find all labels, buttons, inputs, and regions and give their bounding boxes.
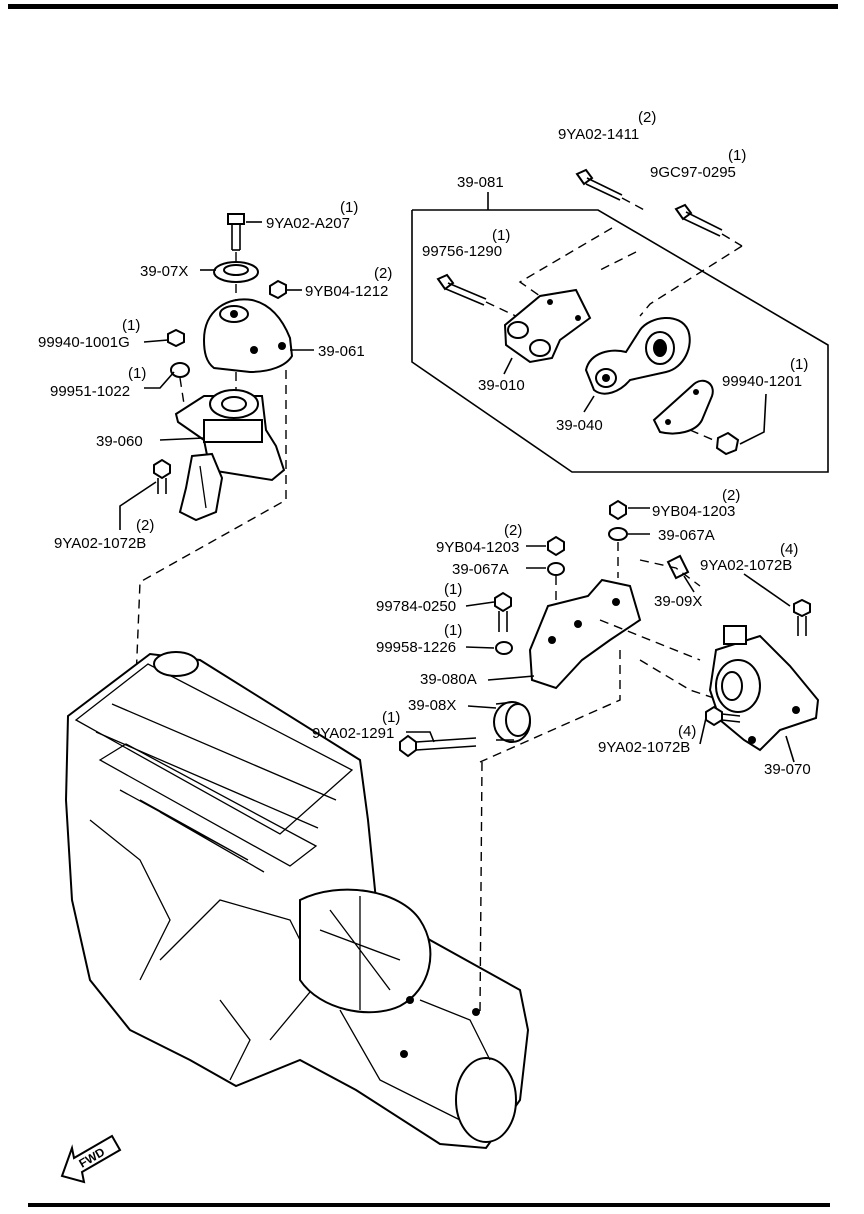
- washer-39-067a-left-icon: [547, 562, 565, 576]
- code-c26: 9YA02-1291: [312, 725, 394, 742]
- qty-c20: (4): [780, 541, 798, 558]
- callout-labels: (2) 9YA02-1411 (1) 9GC97-0295 39-081 (1)…: [38, 109, 811, 778]
- code-c14: 39-040: [556, 417, 603, 434]
- code-c27: 9YA02-1072B: [598, 739, 690, 756]
- bolt-9ya02-1411-icon: [575, 168, 649, 213]
- qty-c16: (2): [722, 487, 740, 504]
- qty-c26: (1): [382, 709, 400, 726]
- washer-99958-1226-icon: [495, 641, 513, 655]
- code-c19: 39-067A: [452, 561, 509, 578]
- bracket-plate-99940-1201-icon: [652, 379, 714, 435]
- bolt-9ya02-1291-icon: [399, 734, 477, 758]
- qty-c1: (2): [638, 109, 656, 126]
- engine-block-icon: [64, 651, 530, 1150]
- code-c15: 99940-1201: [722, 373, 802, 390]
- code-c20: 9YA02-1072B: [700, 557, 792, 574]
- bolt-9ya02-1072b-left-icon: [153, 458, 171, 494]
- code-c11: 39-060: [96, 433, 143, 450]
- nut-9yb04-1203-upper-icon: [609, 499, 627, 521]
- code-c4: 99756-1290: [422, 243, 502, 260]
- qty-c7: (2): [374, 265, 392, 282]
- qty-c23: (1): [444, 622, 462, 639]
- qty-c15: (1): [790, 356, 808, 373]
- washer-99951-1022-icon: [170, 362, 190, 378]
- bottom-rule: [28, 1203, 830, 1207]
- code-c21: 39-09X: [654, 593, 702, 610]
- bolt-9ya02-1072b-right-icon: [793, 598, 811, 636]
- qty-c10: (1): [128, 365, 146, 382]
- code-c22: 99784-0250: [376, 598, 456, 615]
- code-c17: 39-067A: [658, 527, 715, 544]
- code-c3: 39-081: [457, 174, 504, 191]
- code-c28: 39-070: [764, 761, 811, 778]
- qty-c18: (2): [504, 522, 522, 539]
- leader-lines: [119, 221, 795, 763]
- torque-rod-39-040-icon: [584, 316, 691, 395]
- code-c12: 9YA02-1072B: [54, 535, 146, 552]
- bracket-39-010-icon: [503, 288, 592, 364]
- qty-c2: (1): [728, 147, 746, 164]
- torque-rod-assembly-box: [411, 192, 829, 473]
- code-c5: 9YA02-A207: [266, 215, 350, 232]
- code-c13: 39-010: [478, 377, 525, 394]
- bracket-lower-left-icon: [178, 452, 224, 522]
- bolt-9ya02-a207-icon: [227, 213, 245, 251]
- qty-c22: (1): [444, 581, 462, 598]
- code-c7: 9YB04-1212: [305, 283, 388, 300]
- bolt-99784-0250-icon: [494, 591, 512, 632]
- qty-c4: (1): [492, 227, 510, 244]
- washer-39-067a-upper-icon: [608, 527, 628, 541]
- code-c10: 99951-1022: [50, 383, 130, 400]
- bolt-99756-1290-icon: [436, 273, 521, 319]
- nut-99940-1201-icon: [715, 431, 740, 456]
- bolt-9ya02-1072b-lower-icon: [705, 705, 741, 727]
- bushing-39-08x-icon: [493, 701, 531, 743]
- code-c9: 39-061: [318, 343, 365, 360]
- nut-9yb04-1203-left-icon: [547, 535, 565, 557]
- code-c1: 9YA02-1411: [558, 126, 639, 143]
- qty-c8: (1): [122, 317, 140, 334]
- code-c25: 39-08X: [408, 697, 456, 714]
- mount-bracket-39-061-icon: [202, 298, 294, 374]
- code-c18: 9YB04-1203: [436, 539, 519, 556]
- engine-mount-39-060-icon: [174, 389, 286, 482]
- washer-39-07x-icon: [213, 261, 259, 283]
- qty-c5: (1): [340, 199, 358, 216]
- top-rule: [8, 4, 838, 9]
- code-c16: 9YB04-1203: [652, 503, 735, 520]
- bolt-9gc97-0295-icon: [674, 203, 743, 247]
- code-c23: 99958-1226: [376, 639, 456, 656]
- fwd-arrow-icon: FWD: [60, 1134, 122, 1184]
- transmission-mount-39-070-icon: [708, 625, 820, 752]
- nut-9yb04-1212-icon: [269, 279, 287, 300]
- code-c8: 99940-1001G: [38, 334, 130, 351]
- bracket-39-080a-icon: [528, 578, 642, 690]
- qty-c27: (4): [678, 723, 696, 740]
- code-c2: 9GC97-0295: [650, 164, 736, 181]
- code-c6: 39-07X: [140, 263, 188, 280]
- code-c24: 39-080A: [420, 671, 477, 688]
- nut-99940-1001g-icon: [167, 328, 185, 348]
- qty-c12: (2): [136, 517, 154, 534]
